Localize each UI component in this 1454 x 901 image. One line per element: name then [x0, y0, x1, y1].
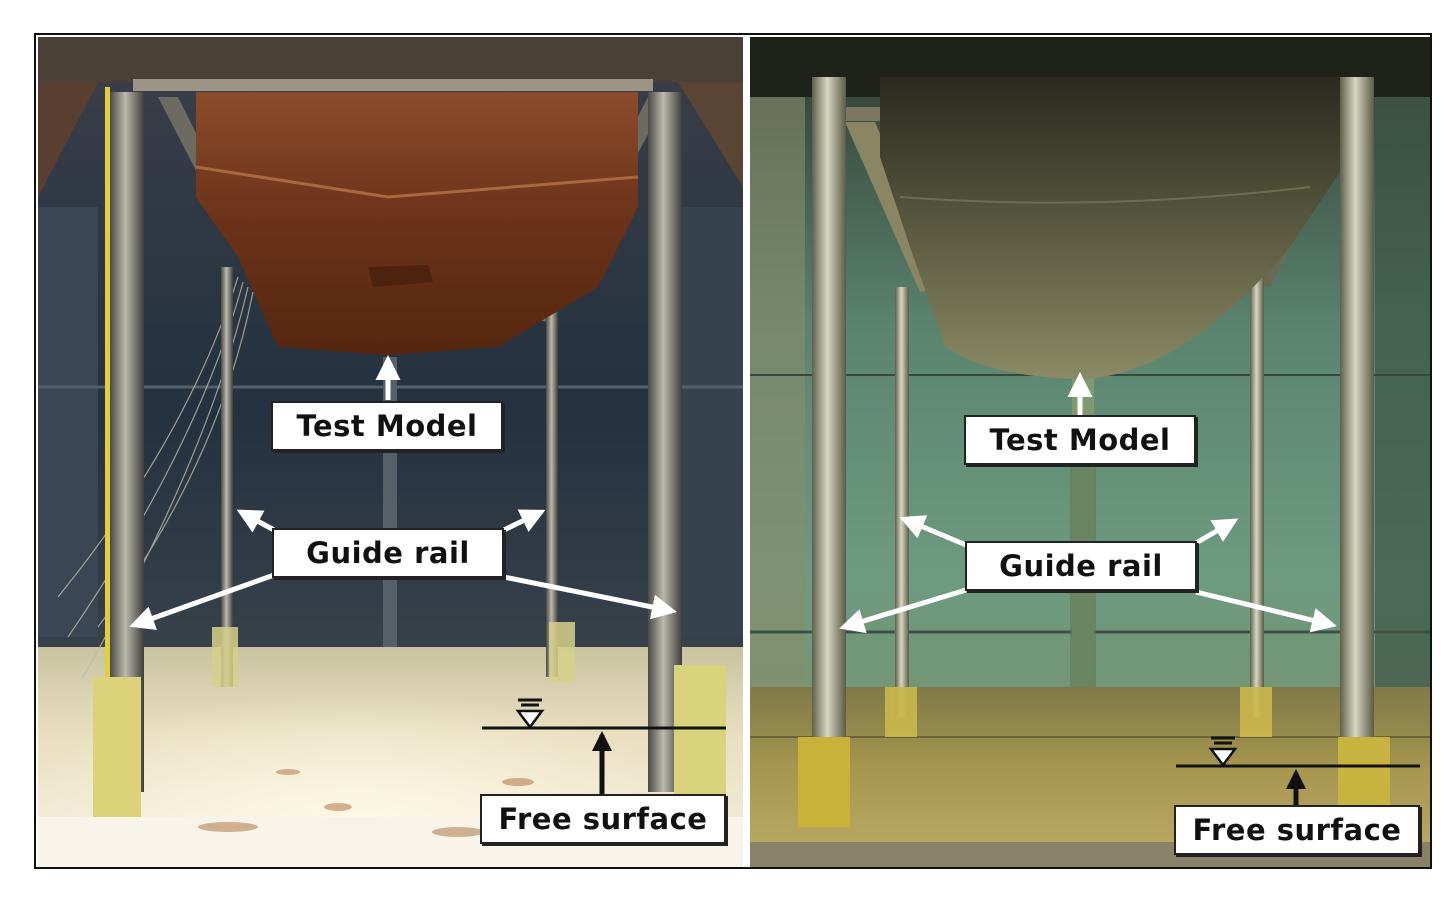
free-surface-triangle-icon [515, 698, 545, 730]
figure-frame: Test Model Guide rail Free surface Test … [34, 33, 1432, 869]
right-photo-illustration [750, 37, 1430, 867]
right-guide-rail-arrow-back-right [1194, 518, 1239, 546]
left-guide-rail-arrow-front-right [503, 574, 677, 620]
right-guide-rail-arrow-front-left [839, 587, 967, 634]
annotation-arrows [129, 355, 1420, 805]
right-test-model-label: Test Model [964, 415, 1196, 465]
right-photo-panel [750, 37, 1430, 867]
left-guide-rail-arrow-back-left [236, 509, 276, 533]
left-photo-panel [38, 37, 743, 867]
left-photo-illustration [38, 37, 743, 867]
right-free-surface-label: Free surface [1174, 805, 1420, 855]
right-guide-rail-label: Guide rail [965, 541, 1197, 591]
left-guide-rail-label: Guide rail [272, 528, 504, 578]
panel-divider [743, 35, 750, 867]
left-guide-rail-arrow-back-right [502, 509, 546, 533]
left-free-surface-label: Free surface [480, 794, 726, 844]
left-test-model-label: Test Model [271, 401, 503, 451]
left-guide-rail-arrow-front-left [129, 572, 275, 631]
right-guide-rail-arrow-front-right [1195, 589, 1337, 633]
free-surface-triangle-icon [1208, 736, 1238, 768]
right-guide-rail-arrow-back-left [899, 515, 967, 548]
